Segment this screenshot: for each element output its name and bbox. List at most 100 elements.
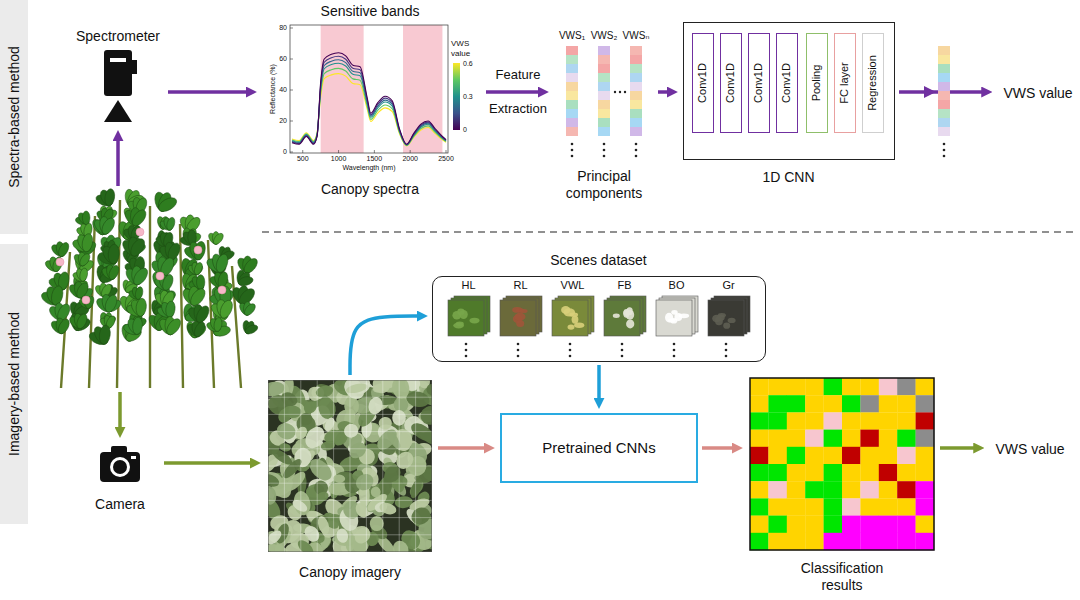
leaf-lobe [156, 195, 179, 214]
class-cell [842, 516, 861, 533]
class-cell [750, 516, 769, 533]
cotton-leaf [123, 265, 151, 288]
class-cell [750, 430, 769, 447]
node-text: Conv1D [696, 63, 709, 103]
node-text: FC layer [838, 62, 851, 104]
layer-box: Conv1D [692, 33, 714, 133]
vector-cell [598, 109, 610, 118]
cotton-leaf [157, 316, 184, 338]
scene-detail [452, 311, 461, 320]
continuation-dot [517, 349, 520, 352]
spectrometer-side [132, 60, 137, 74]
scene-detail [568, 325, 575, 330]
cotton-leaf [119, 313, 150, 343]
class-cell [805, 464, 824, 481]
chart-label: Reflectance (%) [269, 64, 277, 114]
vector-cell [598, 127, 610, 136]
canopy-leaf [268, 380, 286, 398]
canopy-leaf [353, 501, 370, 520]
class-cell [897, 533, 916, 550]
vector-cell [566, 82, 578, 91]
class-cell [768, 481, 787, 498]
chart-label: 40 [279, 86, 287, 94]
scene-image [552, 300, 588, 336]
continuation-dot [603, 143, 606, 146]
grid-frame [750, 378, 934, 550]
class-cell [860, 430, 879, 447]
node-text: 1D CNN [684, 169, 893, 186]
class-cell [842, 412, 861, 429]
spectrum-curve [292, 53, 446, 144]
class-cell [879, 498, 898, 515]
class-cell [787, 533, 806, 550]
vector-cell [566, 127, 578, 136]
leaf-lobe [104, 188, 116, 206]
canopy-leaf [378, 501, 398, 517]
leaf-lobe [98, 188, 115, 208]
class-cell [842, 481, 861, 498]
scene-detail [519, 309, 528, 313]
canopy-leaf [345, 382, 368, 395]
chart-label: 60 [279, 55, 287, 63]
chart-label: 20 [279, 117, 287, 125]
photo-ground [268, 380, 432, 552]
class-cell [842, 464, 861, 481]
cotton-leaf [119, 236, 149, 260]
continuation-dot [635, 155, 638, 158]
continuation-dot [603, 155, 606, 158]
chart-label: 0 [463, 126, 467, 134]
continuation-dot [673, 343, 676, 346]
scene-detail [712, 315, 721, 323]
vector-cell [938, 100, 950, 109]
leaf-lobe [159, 300, 175, 319]
canopy-leaf [425, 383, 432, 397]
vector-cell [938, 46, 950, 55]
node-text: Canopy imagery [266, 564, 434, 581]
chart-label: 500 [297, 155, 309, 163]
classification-grid [750, 378, 934, 550]
cotton-leaf [99, 262, 124, 283]
leaf-lobe [78, 252, 92, 268]
scene-detail [670, 318, 677, 324]
class-cell [916, 447, 935, 464]
class-cell [897, 430, 916, 447]
canopy-leaf [390, 538, 411, 552]
class-cell [768, 516, 787, 533]
continuation-dot [571, 155, 574, 158]
cotton-leaf [84, 320, 119, 353]
leaf-lobe [244, 323, 259, 335]
leaf-lobe [92, 324, 111, 346]
class-cell [916, 498, 935, 515]
class-cell [860, 516, 879, 533]
class-cell [750, 481, 769, 498]
colorbar [453, 63, 460, 130]
node-text: Camera [80, 496, 160, 513]
class-cell [768, 430, 787, 447]
class-cell [897, 395, 916, 412]
photo-grid-line [268, 517, 432, 518]
class-cell [805, 430, 824, 447]
continuation-dot [603, 149, 606, 152]
leaf-lobe [213, 317, 223, 332]
continuation-dot [465, 355, 468, 358]
class-cell [879, 481, 898, 498]
layer-box: Pooling [806, 33, 828, 133]
scene-detail [470, 318, 480, 324]
continuation-dot [943, 149, 946, 152]
class-cell [750, 498, 769, 515]
class-cell [787, 447, 806, 464]
node-text: Gr [705, 279, 753, 292]
vector-cell [598, 46, 610, 55]
feature-vectors [566, 46, 950, 157]
canopy-leaf [275, 421, 298, 442]
spectra-chart [290, 25, 460, 153]
continuation-dot [725, 349, 728, 352]
leaf-lobe [50, 285, 65, 306]
class-cell [860, 498, 879, 515]
continuation-dot [517, 343, 520, 346]
camera-icon [100, 446, 140, 482]
node-text: Principal components [554, 168, 654, 202]
connector-group [164, 92, 982, 463]
class-cell [824, 412, 843, 429]
cotton-flower [218, 286, 226, 294]
